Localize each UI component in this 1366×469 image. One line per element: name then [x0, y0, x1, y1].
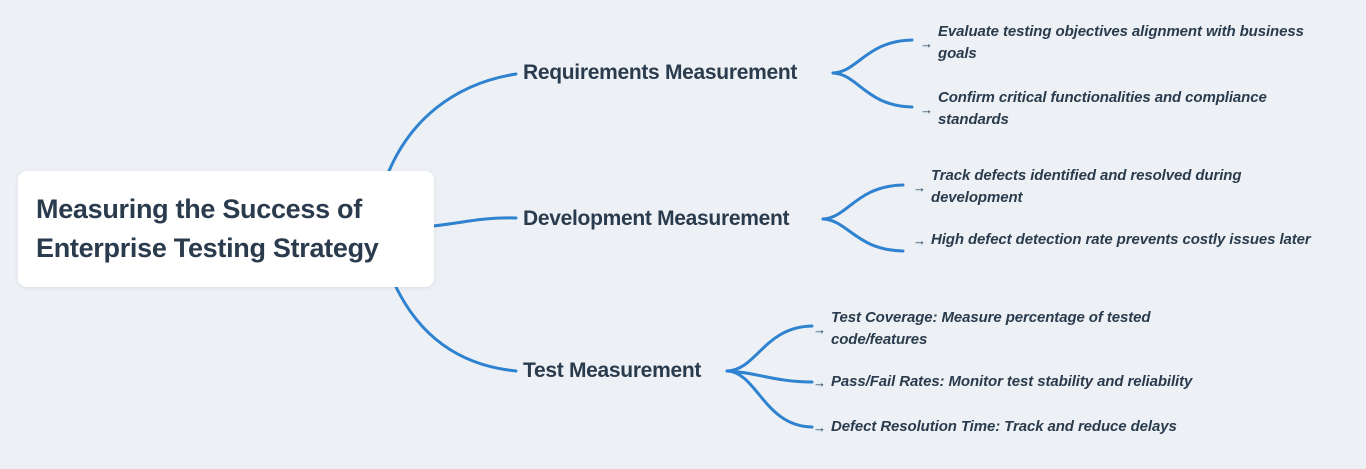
connector-dev-leaf2	[821, 217, 905, 253]
branch-requirements-measurement[interactable]: Requirements Measurement	[523, 61, 798, 84]
connector-root-test	[394, 285, 518, 373]
leaf-text: Track defects identified and resolved du…	[931, 167, 1242, 206]
branch-development-measurement[interactable]: Development Measurement	[523, 207, 790, 230]
connector-root-development	[431, 216, 518, 228]
leaf-requirements-2[interactable]: → Confirm critical functionalities and c…	[920, 87, 1328, 131]
leaf-text: Evaluate testing objectives alignment wi…	[938, 23, 1304, 62]
connector-req-leaf1	[831, 38, 914, 75]
connector-root-requirements	[387, 72, 518, 173]
leaf-arrow-icon: →	[813, 419, 826, 435]
leaf-text: Confirm critical functionalities and com…	[938, 89, 1267, 128]
leaf-arrow-icon: →	[913, 232, 926, 248]
root-title: Measuring the Success of Enterprise Test…	[36, 194, 379, 263]
connector-test-leaf1	[725, 324, 814, 373]
leaf-test-1[interactable]: → Test Coverage: Measure percentage of t…	[813, 307, 1201, 351]
root-node[interactable]: Measuring the Success of Enterprise Test…	[18, 171, 434, 287]
branch-test-measurement[interactable]: Test Measurement	[523, 359, 702, 382]
leaf-test-3[interactable]: → Defect Resolution Time: Track and redu…	[813, 416, 1177, 438]
leaf-arrow-icon: →	[913, 179, 926, 195]
leaf-arrow-icon: →	[813, 321, 826, 337]
leaf-development-2[interactable]: → High defect detection rate prevents co…	[913, 229, 1311, 251]
leaf-arrow-icon: →	[920, 101, 933, 117]
leaf-text: Defect Resolution Time: Track and reduce…	[831, 418, 1177, 435]
leaf-test-2[interactable]: → Pass/Fail Rates: Monitor test stabilit…	[813, 371, 1192, 393]
leaf-text: Pass/Fail Rates: Monitor test stability …	[831, 373, 1193, 390]
leaf-development-1[interactable]: → Track defects identified and resolved …	[913, 165, 1311, 209]
leaf-requirements-1[interactable]: → Evaluate testing objectives alignment …	[920, 21, 1328, 65]
leaf-arrow-icon: →	[813, 374, 826, 390]
leaf-arrow-icon: →	[920, 35, 933, 51]
connector-dev-leaf1	[821, 183, 905, 221]
connector-test-leaf3	[725, 369, 814, 429]
leaf-text: High defect detection rate prevents cost…	[931, 231, 1311, 248]
leaf-text: Test Coverage: Measure percentage of tes…	[831, 309, 1151, 348]
connector-req-leaf2	[831, 71, 914, 109]
